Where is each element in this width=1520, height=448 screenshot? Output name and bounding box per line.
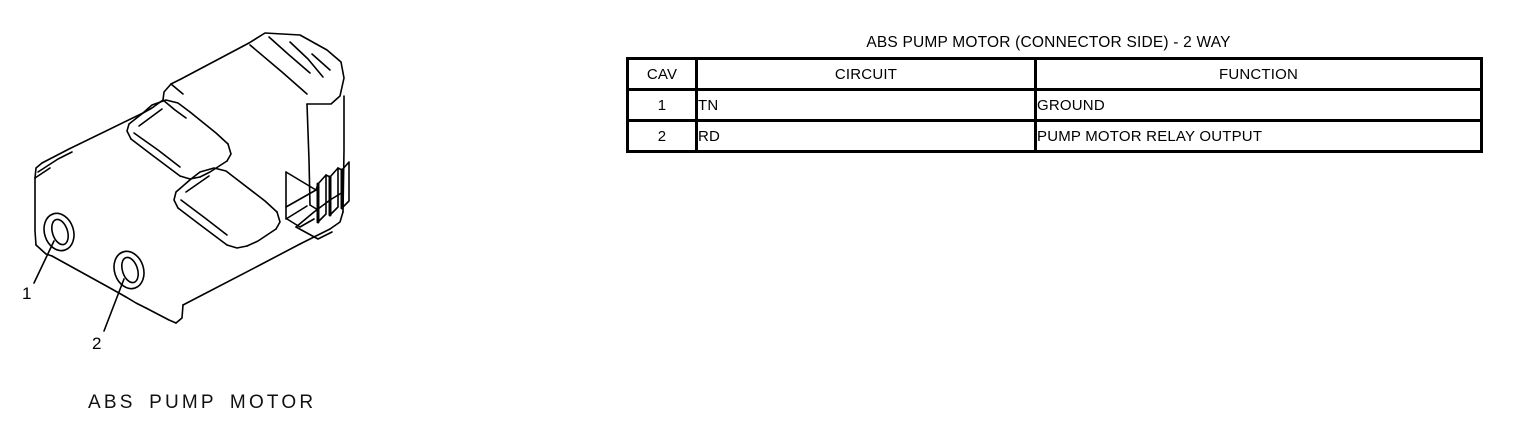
cell-cav: 1: [626, 88, 698, 122]
cavity-table-block: ABS PUMP MOTOR (CONNECTOR SIDE) - 2 WAY …: [626, 34, 1483, 153]
connector-caption: ABS PUMP MOTOR: [88, 392, 317, 413]
table-row: 1 TN GROUND: [626, 88, 1483, 122]
cell-function: PUMP MOTOR RELAY OUTPUT: [1034, 119, 1483, 153]
cell-circuit: TN: [695, 88, 1037, 122]
cell-function: GROUND: [1034, 88, 1483, 122]
header-cav: CAV: [626, 57, 698, 91]
header-circuit: CIRCUIT: [695, 57, 1037, 91]
leader-line-1: [33, 240, 55, 284]
callout-number-1: 1: [22, 284, 32, 303]
table-header-row: CAV CIRCUIT FUNCTION: [626, 57, 1483, 91]
connector-line-drawing: [33, 32, 350, 332]
table-row: 2 RD PUMP MOTOR RELAY OUTPUT: [626, 119, 1483, 153]
header-function: FUNCTION: [1034, 57, 1483, 91]
table-title: ABS PUMP MOTOR (CONNECTOR SIDE) - 2 WAY: [866, 34, 1231, 51]
leader-line-2: [103, 278, 125, 332]
connector-illustration: 1 2 ABS PUMP MOTOR: [0, 0, 440, 448]
cavity-table: CAV CIRCUIT FUNCTION 1 TN GROUND 2 RD PU…: [626, 57, 1483, 153]
callout-number-2: 2: [92, 334, 102, 353]
cell-cav: 2: [626, 119, 698, 153]
cell-circuit: RD: [695, 119, 1037, 153]
